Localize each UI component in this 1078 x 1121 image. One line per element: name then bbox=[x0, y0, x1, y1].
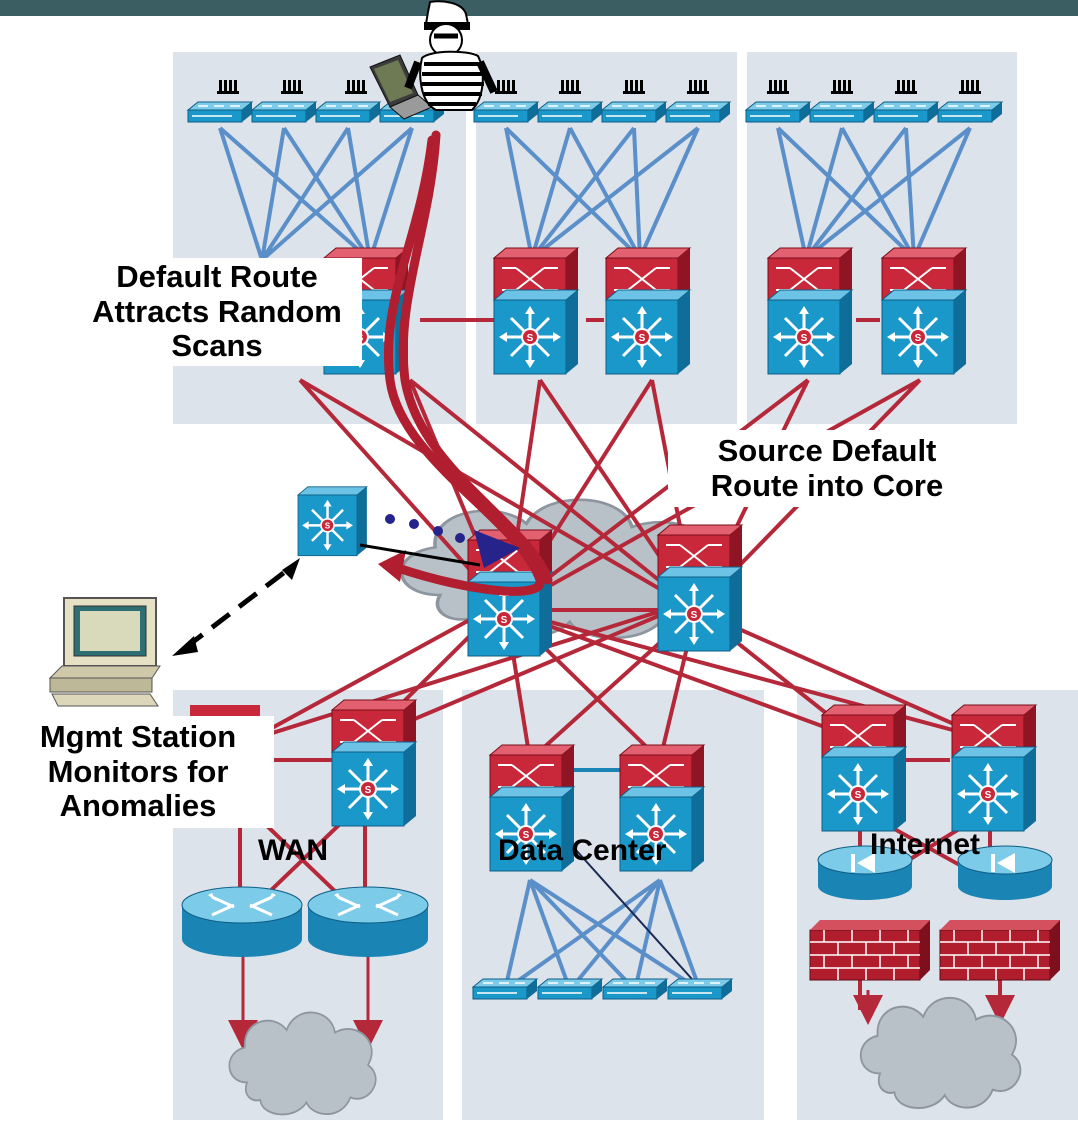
default-route-line-3: Scans bbox=[171, 328, 263, 364]
mgmt-switch-icon bbox=[296, 485, 369, 557]
mgmt-station-callout: Mgmt Station Monitors for Anomalies bbox=[2, 716, 274, 829]
mgmt-station-line-2: Monitors for bbox=[47, 753, 229, 789]
core-links bbox=[238, 318, 1006, 1010]
workstation-icon bbox=[48, 597, 161, 707]
default-route-line-1: Default Route bbox=[116, 259, 318, 294]
zone-label-data-center: Data Center bbox=[498, 834, 667, 867]
mgmt-station-line-3: Anomalies bbox=[59, 788, 217, 824]
mgmt-arrow bbox=[183, 566, 292, 650]
source-default-line-2: Route into Core bbox=[710, 467, 944, 503]
default-route-line-2: Attracts Random bbox=[92, 293, 342, 329]
source-default-line-1: Source Default bbox=[717, 433, 937, 468]
title-bar bbox=[0, 0, 1078, 16]
probe-dots bbox=[359, 514, 520, 568]
attack-path bbox=[383, 130, 553, 596]
dc-link-black bbox=[575, 849, 701, 989]
source-default-callout: Source Default Route into Core bbox=[668, 430, 986, 508]
laptop-icon bbox=[369, 54, 433, 120]
mgmt-station-line-1: Mgmt Station bbox=[39, 719, 237, 754]
default-route-callout: Default Route Attracts Random Scans bbox=[72, 258, 362, 367]
access-uplinks bbox=[218, 126, 972, 992]
zone-label-internet: Internet bbox=[870, 828, 981, 861]
zone-label-wan: WAN bbox=[258, 834, 328, 867]
attacker-icon bbox=[404, 0, 498, 111]
